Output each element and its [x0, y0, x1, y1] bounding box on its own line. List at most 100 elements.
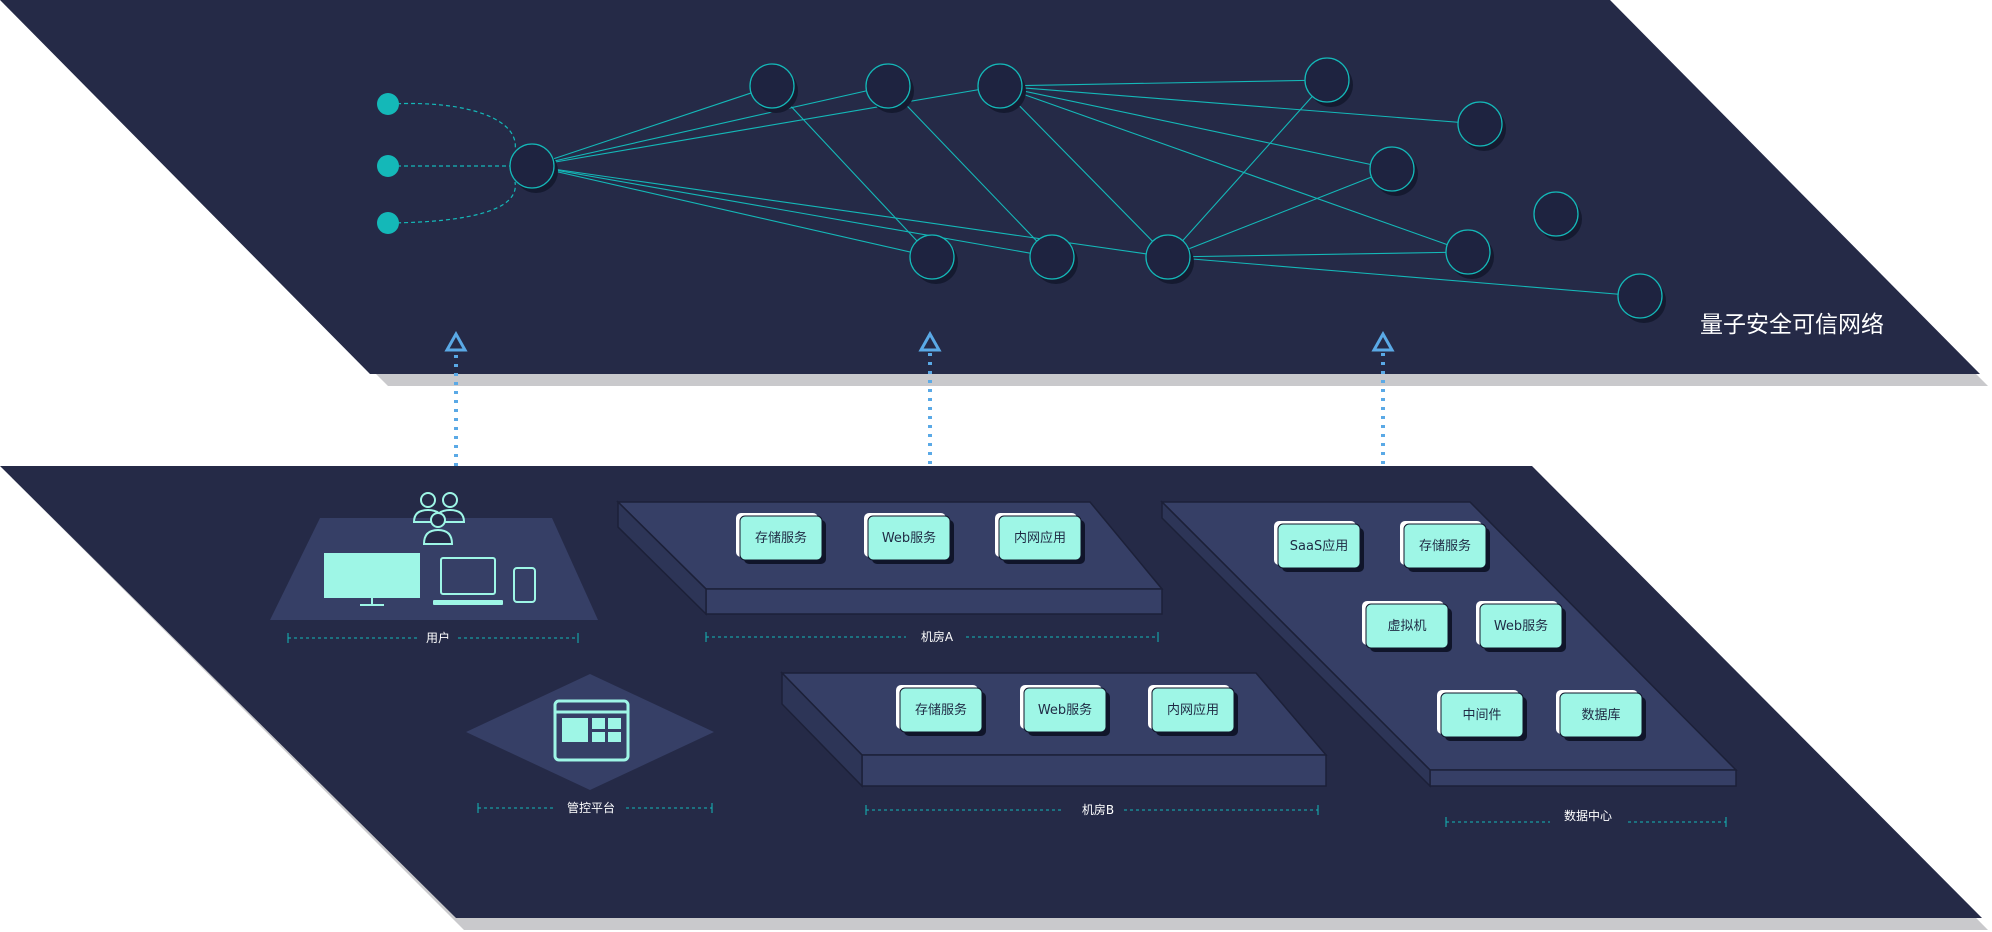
service-box-face — [1023, 687, 1107, 733]
service-box-face — [739, 515, 823, 561]
room-a-label: 机房A — [921, 629, 954, 644]
users-icon — [412, 492, 466, 545]
network-node — [865, 63, 911, 109]
network-link — [999, 79, 1328, 87]
network-node — [1369, 146, 1415, 192]
platform-diamond — [466, 674, 714, 790]
laptop-icon — [433, 557, 503, 605]
room-a-services: 存储服务 Web服务 内网应用 — [736, 513, 1085, 564]
network-node — [749, 63, 795, 109]
service-label: SaaS应用 — [1290, 538, 1348, 554]
network-link — [531, 85, 889, 167]
network-link — [887, 85, 1053, 258]
room-a-group: 存储服务 Web服务 内网应用 机房A — [616, 500, 1164, 644]
service-box-face — [1365, 603, 1449, 649]
input-node — [377, 93, 399, 115]
service-box: Web服务 — [864, 513, 954, 564]
network-node — [1617, 273, 1663, 319]
network-link — [1167, 251, 1469, 258]
service-box: 内网应用 — [995, 513, 1085, 564]
service-box: 存储服务 — [1400, 521, 1490, 572]
service-box-face — [1151, 687, 1235, 733]
service-box: Web服务 — [1020, 685, 1110, 736]
platform-label: 管控平台 — [567, 800, 615, 815]
service-box-face — [867, 515, 951, 561]
service-box-face — [1403, 523, 1487, 569]
room-b-slab-front — [861, 754, 1327, 787]
network-panel-surface — [0, 0, 1980, 374]
network-node — [1445, 229, 1491, 275]
user-group: 用户 — [270, 492, 598, 645]
service-box-face — [1559, 692, 1643, 738]
arrow-head-icon — [1371, 330, 1395, 352]
network-link — [531, 165, 1053, 258]
datacenter-slab-front — [1429, 769, 1737, 787]
network-title: 量子安全可信网络 — [1700, 312, 1884, 338]
network-node — [1029, 234, 1075, 280]
datacenter-slab-side — [1161, 500, 1431, 788]
service-box-face — [1440, 692, 1524, 738]
service-label: Web服务 — [1494, 618, 1548, 634]
service-box-face — [899, 687, 983, 733]
input-node — [377, 155, 399, 177]
network-node — [977, 63, 1023, 109]
service-box: 存储服务 — [896, 685, 986, 736]
network-link — [531, 165, 933, 258]
room-b-label: 机房B — [1082, 802, 1114, 817]
service-box-face — [1277, 523, 1361, 569]
service-label: 存储服务 — [915, 702, 967, 718]
service-label: 存储服务 — [1419, 538, 1471, 554]
network-link — [999, 85, 1393, 170]
service-box: 中间件 — [1437, 690, 1527, 741]
service-box-face — [1479, 603, 1563, 649]
network-panel: 量子安全可信网络 — [0, 0, 1988, 386]
arrow-head-icon — [918, 330, 942, 352]
network-link — [531, 85, 1001, 167]
service-label: 存储服务 — [755, 530, 807, 546]
input-link-3 — [389, 181, 516, 224]
service-box: 数据库 — [1556, 690, 1646, 741]
network-link — [771, 85, 933, 258]
network-link — [1167, 79, 1328, 258]
service-label: 数据库 — [1581, 707, 1620, 723]
network-link — [1167, 168, 1393, 258]
uplink-arrows — [444, 330, 1395, 484]
network-node — [509, 143, 555, 189]
input-node — [377, 212, 399, 234]
platform-group: 管控平台 — [466, 674, 714, 815]
arrow-head-icon — [444, 330, 468, 352]
input-link-1 — [389, 102, 516, 151]
service-label: 内网应用 — [1014, 530, 1066, 546]
service-box: 内网应用 — [1148, 685, 1238, 736]
network-link — [999, 85, 1481, 125]
user-label: 用户 — [426, 630, 450, 645]
dashboard-icon — [553, 699, 630, 762]
service-box: 虚拟机 — [1362, 601, 1452, 652]
network-link — [1167, 256, 1641, 297]
phone-icon — [513, 567, 536, 603]
network-nodes — [509, 57, 1666, 323]
network-node — [1304, 57, 1350, 103]
datacenter-label: 数据中心 — [1564, 808, 1612, 823]
room-a-slab-side — [617, 500, 707, 616]
room-b-slab-side — [781, 671, 863, 788]
room-b-services: 存储服务 Web服务 内网应用 — [896, 685, 1238, 736]
network-node — [1145, 234, 1191, 280]
service-label: 内网应用 — [1167, 702, 1219, 718]
network-node — [909, 234, 955, 280]
service-box-face — [998, 515, 1082, 561]
network-node — [1457, 101, 1503, 147]
service-box: 存储服务 — [736, 513, 826, 564]
service-label: 中间件 — [1462, 708, 1501, 723]
service-label: Web服务 — [882, 530, 936, 546]
network-link — [999, 85, 1469, 253]
service-box: SaaS应用 — [1274, 521, 1364, 572]
network-edges — [531, 79, 1641, 297]
network-node — [1533, 191, 1579, 237]
monitor-icon — [324, 553, 420, 606]
network-link — [531, 85, 773, 167]
service-box: Web服务 — [1476, 601, 1566, 652]
